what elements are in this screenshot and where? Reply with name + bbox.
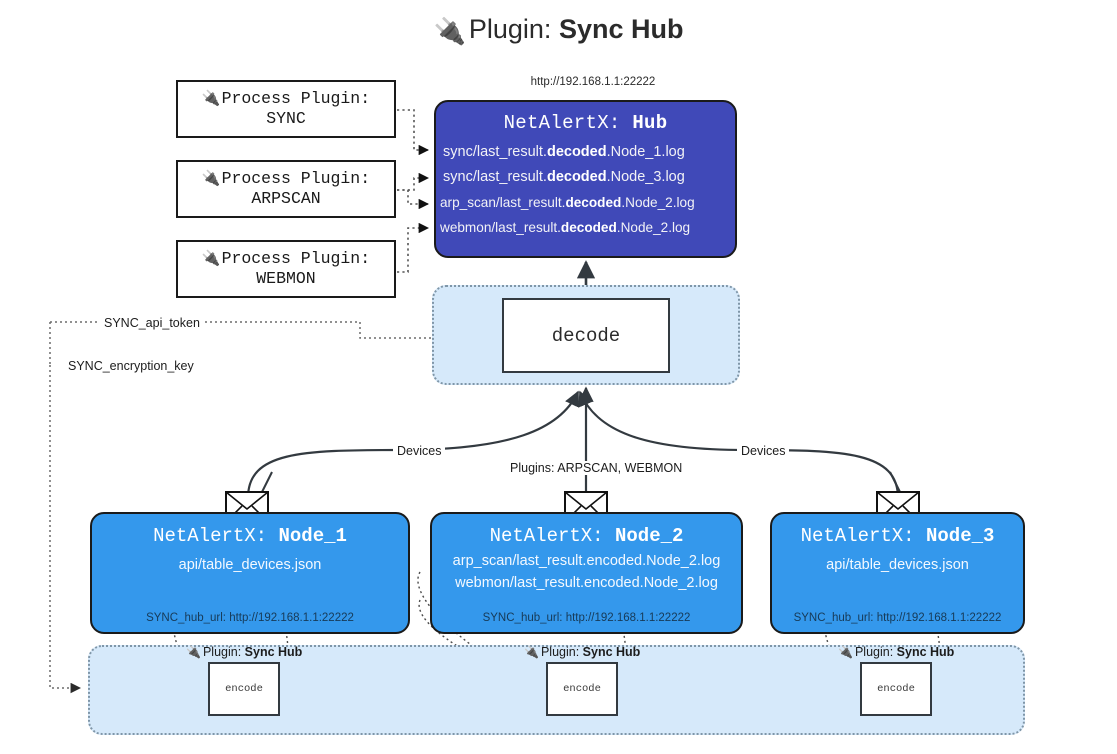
hub-title: NetAlertX: Hub — [436, 112, 735, 134]
page-title: 🔌Plugin: Sync Hub — [0, 14, 1117, 47]
process-plugin-line1: 🔌Process Plugin: — [201, 248, 371, 268]
decode-box[interactable]: decode — [502, 298, 670, 373]
edge-label-encryption-key: SYNC_encryption_key — [64, 359, 198, 373]
hub-box[interactable]: NetAlertX: Hub sync/last_result.decoded.… — [434, 100, 737, 258]
plug-icon: 🔌 — [433, 16, 466, 46]
node-title: NetAlertX: Node_1 — [153, 525, 347, 547]
plug-icon: 🔌 — [524, 645, 539, 659]
process-plugin-box-webmon[interactable]: 🔌Process Plugin: WEBMON — [176, 240, 396, 298]
process-plugin-box-sync[interactable]: 🔌Process Plugin: SYNC — [176, 80, 396, 138]
edge-label-devices-right: Devices — [737, 444, 790, 458]
node-title: NetAlertX: Node_3 — [800, 525, 995, 547]
encode-box-node-2[interactable]: encode — [546, 662, 618, 716]
hub-title-prefix: NetAlertX: — [503, 112, 621, 134]
process-plugin-line1: 🔌Process Plugin: — [201, 168, 371, 188]
plug-icon: 🔌 — [186, 645, 201, 659]
plug-icon: 🔌 — [201, 88, 221, 107]
process-plugin-line2: WEBMON — [256, 269, 316, 288]
edge-sync-to-hub-line2 — [397, 172, 430, 191]
node-title: NetAlertX: Node_2 — [489, 525, 684, 547]
process-plugin-line2: ARPSCAN — [251, 189, 321, 208]
hub-log-line: arp_scan/last_result.decoded.Node_2.log — [440, 195, 695, 210]
node-path: arp_scan/last_result.encoded.Node_2.log — [452, 553, 721, 569]
node-path: api/table_devices.json — [826, 557, 969, 573]
hub-title-name: Hub — [632, 112, 668, 134]
edge-arpscan-to-hub — [397, 189, 430, 210]
node-path: api/table_devices.json — [178, 557, 322, 573]
hub-log-line: sync/last_result.decoded.Node_3.log — [443, 169, 685, 185]
page-title-name: Sync Hub — [558, 14, 684, 44]
hub-log-list: sync/last_result.decoded.Node_1.log sync… — [436, 140, 735, 240]
encode-plugin-label: 🔌Plugin: Sync Hub — [186, 645, 303, 659]
stem-node1-envelope — [261, 471, 273, 493]
node-box-node-3[interactable]: NetAlertX: Node_3 api/table_devices.json… — [770, 512, 1025, 634]
plug-icon: 🔌 — [838, 645, 853, 659]
encode-box-node-1[interactable]: encode — [208, 662, 280, 716]
edge-sync-to-hub-line1 — [397, 109, 430, 156]
edge-webmon-to-hub — [397, 222, 430, 273]
hub-url-label: http://192.168.1.1:22222 — [530, 76, 656, 88]
process-plugin-line1: 🔌Process Plugin: — [201, 88, 371, 108]
node-hub-url: SYNC_hub_url: http://192.168.1.1:22222 — [146, 612, 354, 624]
edge-encryption-key-to-encode-band — [49, 365, 82, 694]
encode-box-node-3[interactable]: encode — [860, 662, 932, 716]
node-hub-url: SYNC_hub_url: http://192.168.1.1:22222 — [793, 612, 1002, 624]
edge-label-api-token: SYNC_api_token — [100, 316, 204, 330]
plug-icon: 🔌 — [201, 248, 221, 267]
encode-plugin-label: 🔌Plugin: Sync Hub — [524, 645, 641, 659]
process-plugin-box-arpscan[interactable]: 🔌Process Plugin: ARPSCAN — [176, 160, 396, 218]
page-title-prefix: Plugin: — [468, 14, 552, 44]
hub-log-line: webmon/last_result.decoded.Node_2.log — [440, 220, 691, 235]
stem-node3-envelope — [889, 471, 901, 493]
node-hub-url: SYNC_hub_url: http://192.168.1.1:22222 — [482, 612, 691, 624]
node-box-node-2[interactable]: NetAlertX: Node_2 arp_scan/last_result.e… — [430, 512, 743, 634]
hub-log-line: sync/last_result.decoded.Node_1.log — [443, 144, 685, 160]
edge-label-plugins: Plugins: ARPSCAN, WEBMON — [506, 461, 687, 475]
process-plugin-line2: SYNC — [266, 109, 306, 128]
node-box-node-1[interactable]: NetAlertX: Node_1 api/table_devices.json… — [90, 512, 410, 634]
plug-icon: 🔌 — [201, 168, 221, 187]
encode-plugin-label: 🔌Plugin: Sync Hub — [838, 645, 955, 659]
node-path: webmon/last_result.encoded.Node_2.log — [455, 575, 718, 591]
edge-label-devices-left: Devices — [393, 444, 446, 458]
